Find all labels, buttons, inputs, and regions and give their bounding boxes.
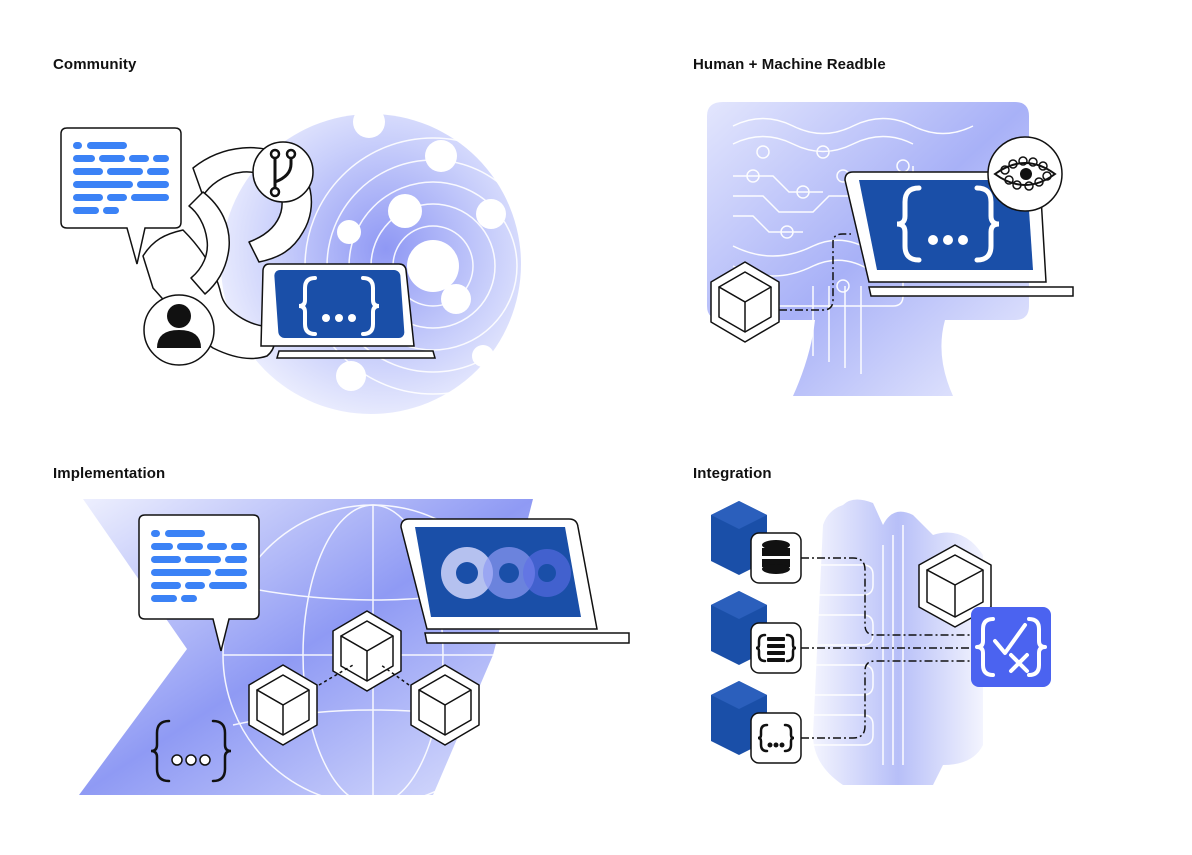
connector-lines [801,557,973,739]
implementation-panel: Implementation [53,465,630,855]
curly-braces-icon [750,712,802,764]
connector-line [779,233,851,311]
human-machine-illustration [707,102,1074,396]
gears-icon [441,547,571,599]
cube-icon [248,664,318,746]
laptop-icon [260,263,436,359]
community-illustration [60,106,562,414]
cube-icon [918,544,992,628]
connector-arrows [318,664,410,686]
laptop-icon [400,518,630,644]
panel-title-human-machine: Human + Machine Readble [693,56,886,73]
curly-braces-icon [298,276,380,336]
community-panel: Community [53,56,613,446]
panel-title-integration: Integration [693,465,772,482]
laptop-icon [844,171,1074,297]
chat-bubble-icon [138,514,260,652]
cube-icon [332,610,402,692]
implementation-illustration [79,499,630,806]
chat-bubble-icon [60,127,182,265]
panel-title-community: Community [53,56,137,73]
document-braces-icon [750,622,802,674]
human-machine-panel: Human + Machine Readble [693,56,1192,446]
database-icon [750,532,802,584]
integration-panel: Integration [693,465,1192,855]
eye-icon [987,136,1063,212]
integration-illustration [711,499,1051,785]
user-icon [143,294,215,366]
curly-braces-icon [150,719,232,783]
cube-icon [710,261,780,343]
curly-braces-icon [896,185,1000,263]
panel-title-implementation: Implementation [53,465,166,482]
git-branch-icon [252,141,314,203]
validation-icon [971,607,1051,687]
cube-icon [410,664,480,746]
